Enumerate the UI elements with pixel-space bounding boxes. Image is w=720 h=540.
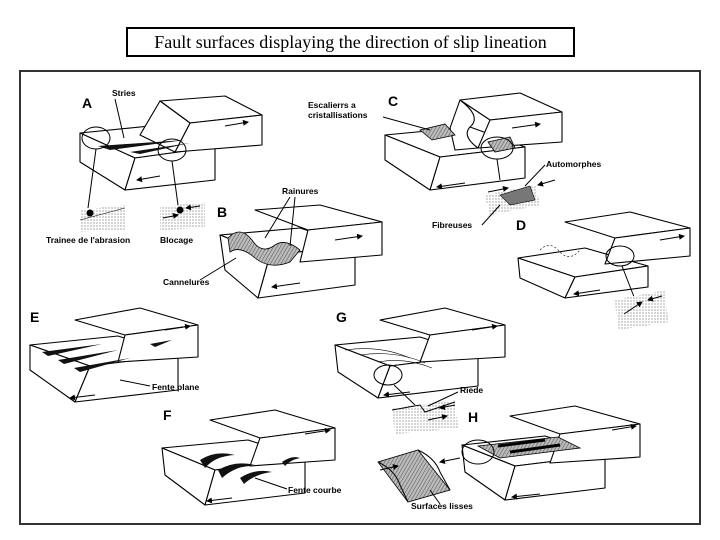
panel-c-letter: C — [388, 93, 398, 109]
label-riede: Riede — [460, 385, 483, 395]
panel-g-circle — [373, 364, 403, 386]
label-fente-courbe: Fente courbe — [288, 485, 342, 495]
panel-e: E Fente plane — [29, 307, 200, 403]
panel-d: D — [516, 211, 691, 330]
panel-d-circle — [605, 245, 635, 267]
panel-d-letter: D — [516, 217, 526, 233]
label-fente-plane: Fente plane — [152, 382, 200, 392]
panel-b-grooves — [227, 231, 301, 266]
panel-a-block — [176, 206, 184, 214]
panel-e-letter: E — [30, 309, 39, 325]
panel-g-inset — [392, 400, 458, 434]
panel-a-letter: A — [82, 95, 92, 111]
panel-f: F Fente courbe — [161, 407, 342, 506]
label-rainures: Rainures — [282, 186, 319, 196]
panel-a-stria-2 — [130, 143, 190, 154]
panel-f-letter: F — [163, 407, 172, 423]
panel-a-clast — [86, 209, 94, 217]
panel-a-leader-1 — [87, 148, 97, 209]
title-box: Fault surfaces displaying the direction … — [126, 27, 575, 57]
page-title: Fault surfaces displaying the direction … — [154, 31, 547, 52]
panel-h-inset — [377, 449, 451, 503]
panel-a-leader-2 — [171, 160, 179, 206]
panel-a-slip-arrow-2 — [136, 175, 161, 183]
panel-b: B Rainures Cannelures — [163, 186, 383, 299]
panel-h-smooth-surface — [476, 436, 582, 459]
label-automorphes: Automorphes — [546, 159, 602, 169]
panel-h-hangingwall-side — [549, 423, 641, 464]
panel-a: A Stries Trainee de l'abrasion Blocage — [46, 88, 263, 245]
label-stries: Stries — [112, 88, 136, 98]
figure-frame — [19, 70, 701, 525]
label-cannelures: Cannelures — [163, 277, 210, 287]
panel-c-hangingwall-side — [477, 111, 563, 149]
panel-b-letter: B — [217, 204, 227, 220]
panel-a-inset-2 — [160, 202, 205, 230]
panel-a-stria-1 — [98, 140, 185, 150]
panel-d-inset — [615, 290, 668, 330]
label-fibreuses: Fibreuses — [432, 220, 472, 230]
label-trainee: Trainee de l'abrasion — [46, 235, 130, 245]
panel-f-hangingwall-side — [249, 427, 336, 467]
panel-h-circle — [461, 439, 495, 465]
panel-b-hangingwall-side — [299, 221, 383, 263]
label-surfaces-lisses: Surfaces lisses — [411, 501, 473, 511]
panel-c-crystals-1 — [419, 123, 456, 141]
label-blocage: Blocage — [160, 235, 193, 245]
panel-c-scarp — [449, 99, 479, 151]
panel-d-hangingwall-side — [604, 227, 691, 265]
panel-h-letter: H — [468, 409, 478, 425]
panel-a-slip-arrow-1 — [224, 119, 249, 127]
panel-g-letter: G — [336, 309, 347, 325]
panel-a-scarp — [139, 100, 191, 153]
panel-g: G Riede — [334, 307, 506, 434]
panel-h: H Surfaces lisses — [377, 405, 641, 511]
